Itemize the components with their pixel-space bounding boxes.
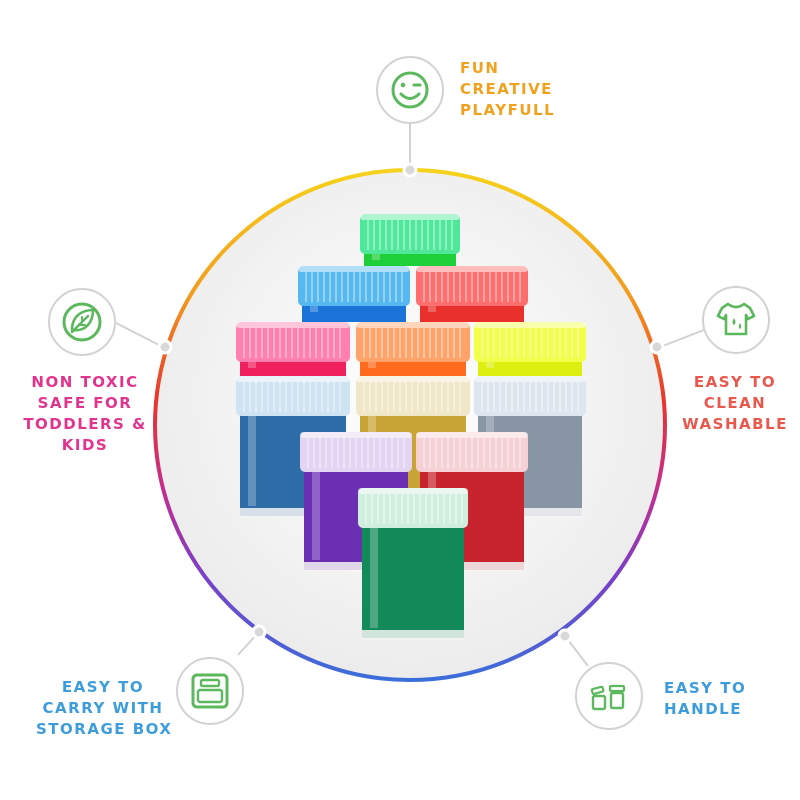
- jar-red-neon-lid-rim: [416, 266, 528, 272]
- winking-smiley-icon: [391, 71, 429, 109]
- storage-box-icon: [191, 673, 229, 709]
- clean-line-1: EASY TO: [693, 373, 777, 391]
- clean-line-2: CLEAN: [703, 394, 767, 412]
- connector-carry: [237, 633, 258, 656]
- jar-red-neon-highlight: [428, 306, 436, 312]
- fun-line-1: FUN: [460, 59, 500, 77]
- clean-line-3: WASHABLE: [682, 415, 788, 433]
- jar-purple-metallic-lid-rim: [300, 432, 412, 438]
- jar-pink-neon-highlight: [248, 362, 256, 368]
- fun-label: FUN CREATIVE PLAYFULL: [460, 58, 555, 121]
- jar-green-metallic-body: [362, 524, 464, 638]
- jar-silver-metallic-base: [478, 508, 582, 518]
- fun-line-2: CREATIVE: [460, 80, 553, 98]
- jar-orange-neon-lid-rim: [356, 322, 470, 328]
- jar-yellow-neon-body: [478, 358, 582, 378]
- jar-yellow-neon-highlight: [486, 362, 494, 368]
- jar-blue-neon-highlight: [310, 306, 318, 312]
- handle-badge: [575, 662, 643, 730]
- carry-line-2: CARRY WITH: [42, 699, 164, 717]
- jar-orange-neon: [356, 322, 470, 378]
- jar-silver-metallic-lid-rim: [474, 376, 586, 382]
- jar-green-metallic-lid: [358, 488, 468, 528]
- jar-purple-metallic-highlight: [312, 472, 320, 560]
- non-toxic-label: NON TOXIC SAFE FOR TODDLERS & KIDS: [20, 372, 150, 456]
- jar-green-neon-highlight: [372, 254, 380, 260]
- jar-yellow-neon-lid-rim: [474, 322, 586, 328]
- connector-dot-fun: [402, 162, 418, 178]
- jar-blue-metallic-base: [240, 508, 346, 518]
- fun-line-3: PLAYFULL: [460, 101, 556, 119]
- jar-orange-neon-highlight: [368, 362, 376, 368]
- jar-gold-metallic-lid-rim: [356, 376, 470, 382]
- paint-jars-group: [236, 214, 586, 640]
- handle-line-1: EASY TO: [664, 679, 747, 697]
- jar-green-metallic-base: [362, 630, 464, 640]
- jar-green-neon-lid-rim: [360, 214, 460, 220]
- handle-line-2: HANDLE: [664, 700, 742, 718]
- connector-dot-clean: [649, 339, 665, 355]
- non-toxic-line-1: NON TOXIC: [31, 373, 139, 391]
- jar-red-metallic-lid-rim: [416, 432, 528, 438]
- jar-blue-neon: [298, 266, 410, 322]
- jar-blue-metallic-lid-rim: [236, 376, 350, 382]
- jar-pink-neon-body: [240, 358, 346, 378]
- jar-pink-neon-lid-rim: [236, 322, 350, 328]
- connector-clean: [659, 329, 705, 348]
- jar-orange-neon-body: [360, 358, 466, 378]
- leaf-icon: [62, 302, 102, 342]
- carry-label: EASY TO CARRY WITH STORAGE BOX: [36, 677, 173, 740]
- carry-line-1: EASY TO: [61, 678, 145, 696]
- jar-yellow-neon: [474, 322, 586, 378]
- non-toxic-line-2: SAFE FOR: [37, 394, 133, 412]
- connector-non-toxic: [115, 322, 164, 348]
- jars-icon: [590, 684, 626, 711]
- jar-pink-neon: [236, 322, 350, 378]
- carry-badge: [176, 657, 244, 725]
- clean-badge: [702, 286, 770, 354]
- non-toxic-line-3: TODDLERS &: [23, 415, 147, 433]
- shirt-droplets-icon: [716, 302, 756, 336]
- connector-dot-carry: [251, 624, 267, 640]
- jar-green-neon: [360, 214, 460, 266]
- jar-blue-neon-lid-rim: [298, 266, 410, 272]
- fun-badge: [376, 56, 444, 124]
- connector-handle: [567, 639, 589, 667]
- carry-line-3: STORAGE BOX: [36, 720, 173, 738]
- jar-red-neon-body: [420, 302, 524, 322]
- connector-lines: [115, 124, 705, 667]
- jar-red-neon: [416, 266, 528, 322]
- non-toxic-line-4: KIDS: [61, 436, 109, 454]
- jar-red-metallic-base: [420, 562, 524, 572]
- connector-dot-non-toxic: [157, 339, 173, 355]
- clean-label: EASY TO CLEAN WASHABLE: [676, 372, 794, 435]
- jar-green-metallic: [358, 488, 468, 640]
- handle-label: EASY TO HANDLE: [664, 678, 746, 720]
- jar-blue-neon-body: [302, 302, 406, 322]
- connector-dot-handle: [557, 628, 573, 644]
- non-toxic-badge: [48, 288, 116, 356]
- jar-blue-metallic-highlight: [248, 416, 256, 506]
- jar-green-metallic-highlight: [370, 528, 378, 628]
- jar-green-metallic-lid-rim: [358, 488, 468, 494]
- jar-purple-metallic-base: [304, 562, 408, 572]
